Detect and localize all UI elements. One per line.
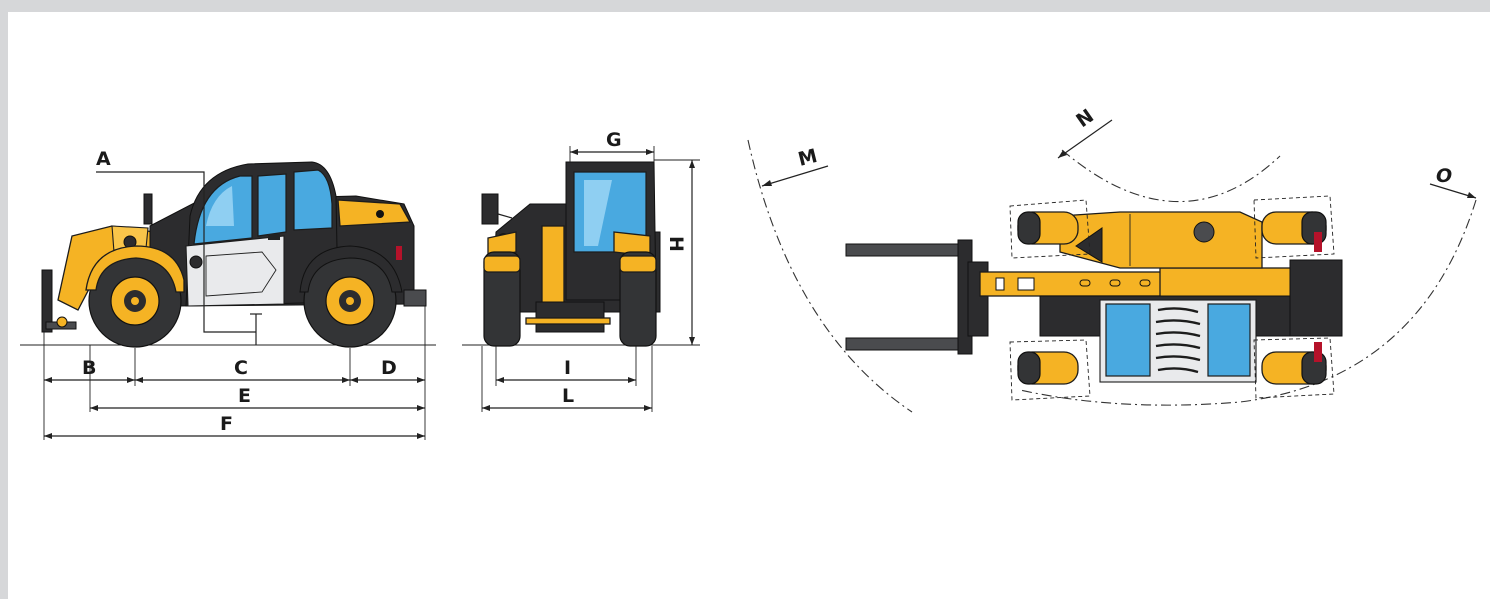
top-view: M N O [747,105,1477,413]
label-h: H [665,236,687,252]
boom-top [979,267,1311,299]
dimension-row-bcd: B C D [44,357,425,383]
label-c: C [234,357,248,379]
label-o: O [1436,165,1452,187]
dimension-g: G [569,129,655,162]
cab [185,161,339,307]
label-f: F [220,413,233,435]
telehandler-dimension-diagram: A B C D E F [20,105,1477,440]
arc-n [1061,149,1281,203]
dimension-l: L [481,346,653,412]
dimension-row-f: F [44,413,425,439]
dimension-h: H [654,159,700,346]
wheels-top [1009,195,1335,401]
label-l: L [562,385,574,407]
label-a: A [96,148,111,170]
label-g: G [606,129,622,151]
label-i: I [564,357,571,379]
engine-hood [1059,211,1263,269]
fork-carriage [41,269,77,333]
dimension-o: O [1429,165,1477,199]
label-b: B [82,357,96,379]
extension-lines [43,306,426,440]
forks [845,239,989,355]
label-d: D [381,357,397,379]
arc-m [747,139,913,413]
label-n: N [1072,105,1098,132]
label-e: E [238,385,251,407]
dimension-i: I [495,346,637,386]
cab-top [1099,299,1257,383]
label-m: M [796,145,820,171]
dimension-n: N [1057,105,1113,159]
diagram-panel: A B C D E F [8,12,1490,599]
rear-wheel [303,254,397,348]
dimension-a: A [96,148,262,345]
dimension-row-e: E [90,385,425,411]
front-view: G H I L [462,129,700,412]
dimension-m: M [761,145,829,187]
side-view: A B C D E F [20,148,436,440]
